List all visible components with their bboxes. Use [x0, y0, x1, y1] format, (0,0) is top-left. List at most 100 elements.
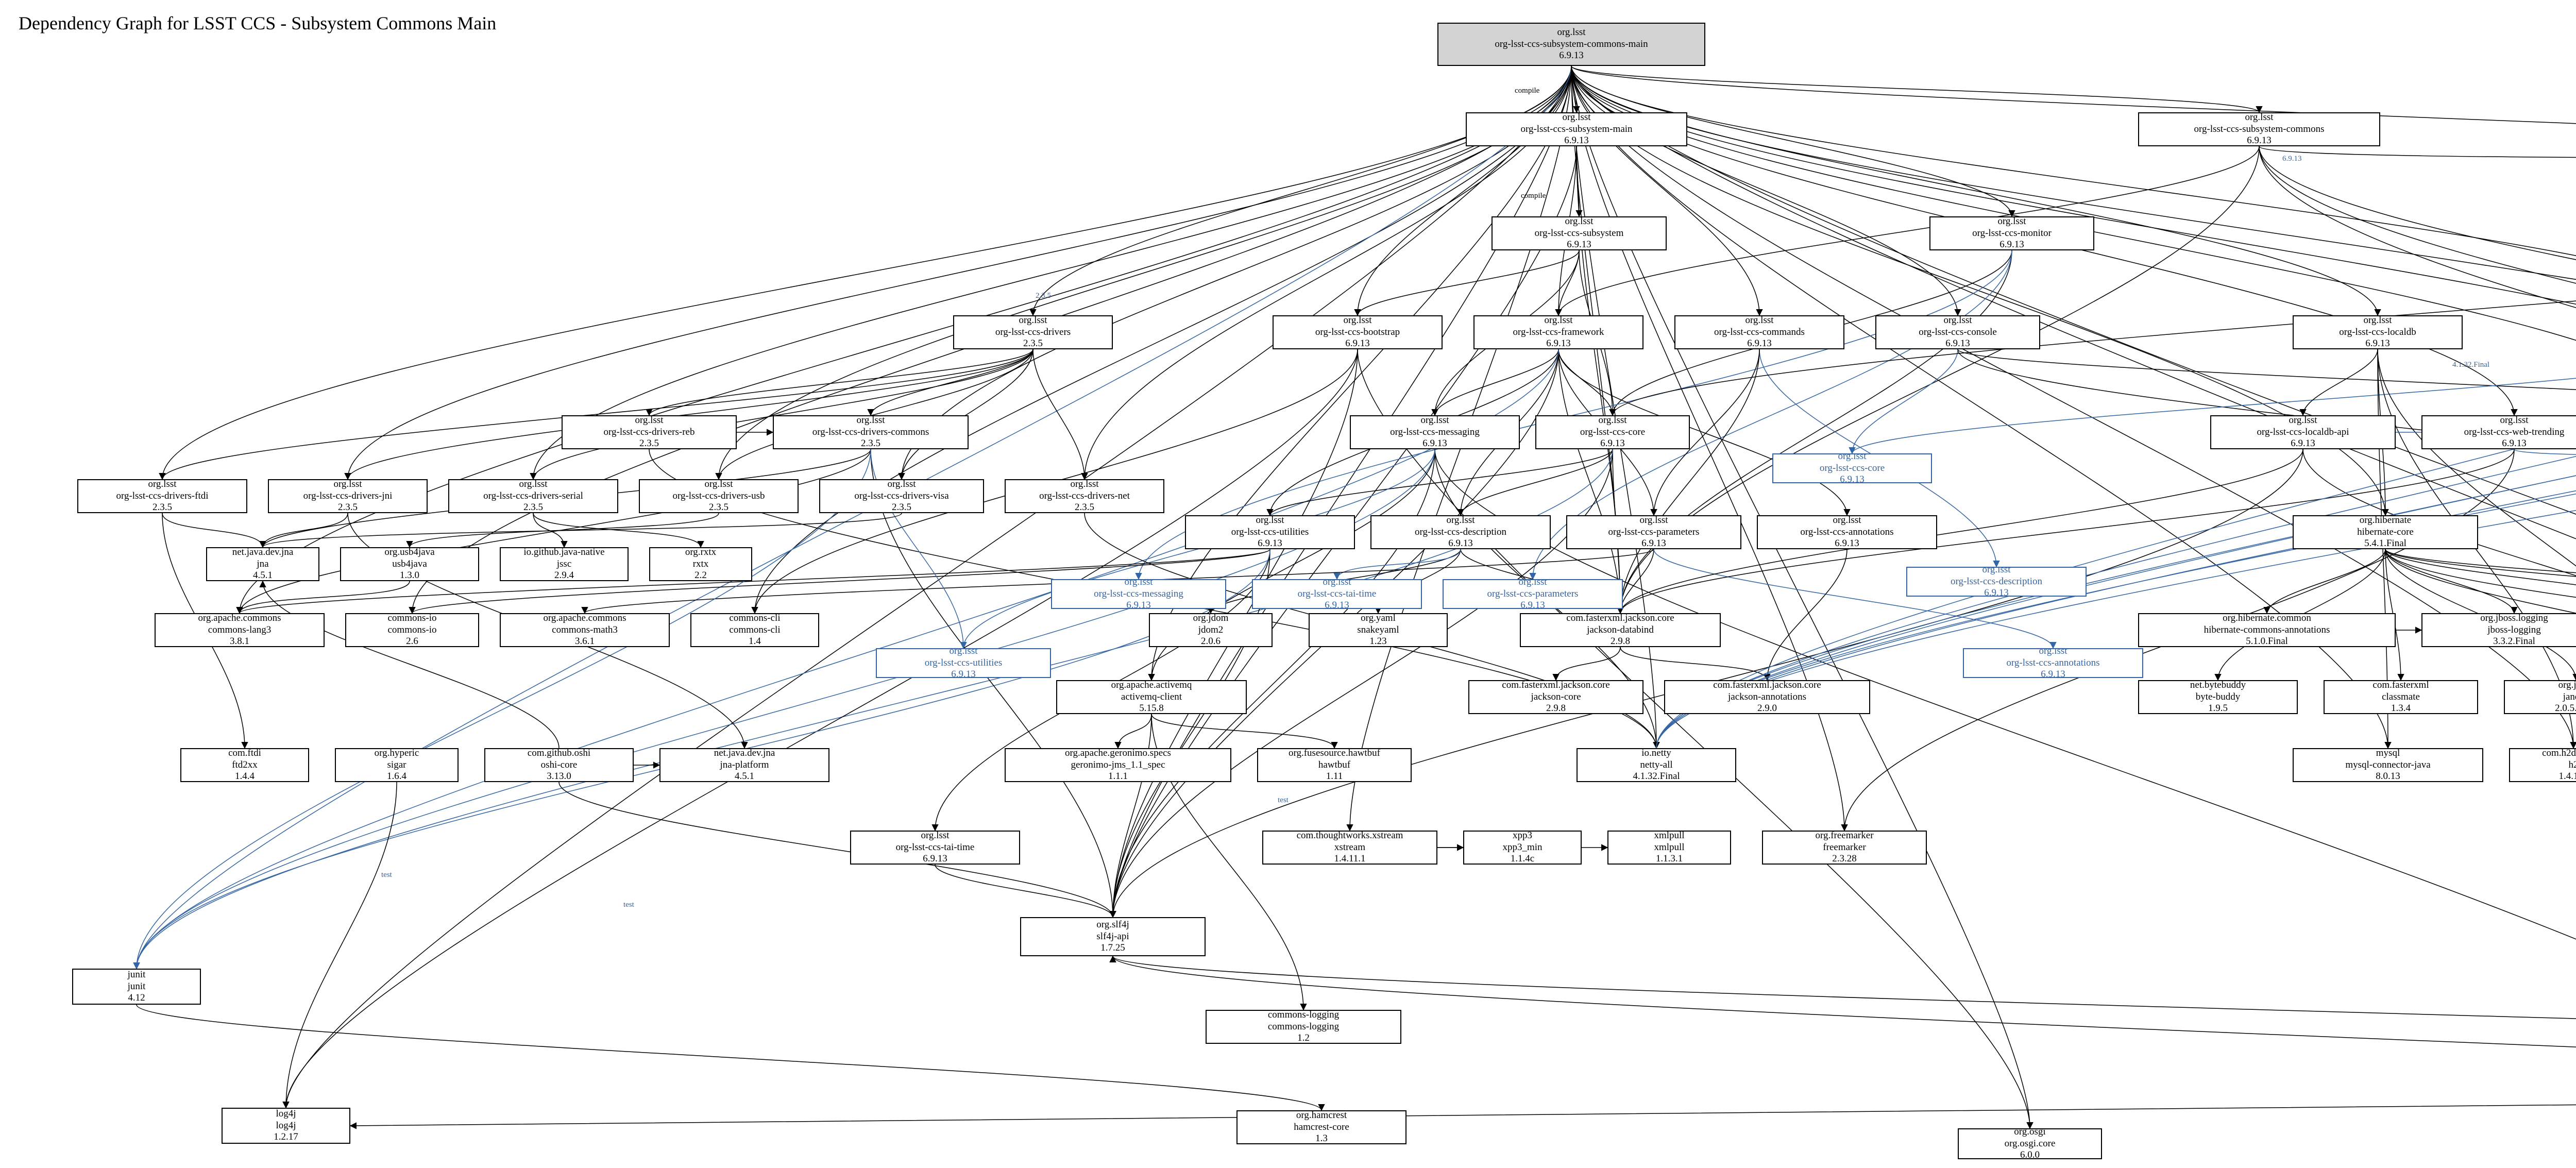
dependency-edge	[935, 864, 1116, 918]
dependency-edge	[2259, 146, 2576, 308]
dependency-edge	[1653, 549, 2057, 649]
dependency-edge	[1571, 65, 2263, 113]
dependency-edge	[870, 449, 1116, 918]
dependency-edge	[1571, 65, 2576, 539]
dependency-edge	[1114, 714, 1152, 749]
edge-label: 6.9.13	[2282, 155, 2302, 163]
dependency-edge	[2263, 549, 2386, 614]
dependency-edge	[1555, 146, 2260, 316]
dependency-edge	[1571, 65, 2392, 749]
dependency-edge	[349, 1103, 2576, 1129]
dependency-edge	[1957, 349, 2576, 391]
edge-label: test	[381, 871, 392, 879]
dependency-edge	[1151, 714, 1338, 749]
dependency-edge	[259, 513, 348, 548]
dependency-edge	[898, 349, 1033, 480]
dependency-node: org.jbossjandex2.0.5.Final	[2504, 680, 2576, 714]
edge-label: compile	[1515, 87, 1540, 95]
dependency-edge	[409, 549, 1270, 614]
dependency-edge	[870, 449, 967, 649]
dependency-edge	[2385, 549, 2576, 573]
dependency-edge	[1849, 349, 1958, 454]
dependency-edge	[558, 782, 1116, 918]
dependency-edge	[533, 513, 568, 548]
dependency-edge	[2299, 349, 2378, 416]
dependency-edge	[1029, 65, 1572, 316]
dependency-edge	[1571, 65, 1961, 316]
dependency-edge	[1571, 65, 2033, 1129]
dependency-edge	[1656, 490, 2576, 749]
dependency-edge	[1617, 250, 2012, 614]
dependency-edge	[1109, 65, 1572, 918]
dependency-edge	[715, 349, 1033, 480]
dependency-edge	[1333, 549, 1461, 580]
dependency-edge	[162, 513, 266, 548]
dependency-edge	[133, 449, 871, 970]
dependency-edge	[1529, 250, 2012, 580]
dependency-edge	[1571, 65, 2576, 257]
dependency-edge	[1849, 378, 2576, 454]
graph-title: Dependency Graph for LSST CCS - Subsyste…	[19, 13, 497, 33]
dependency-edge	[530, 349, 1033, 480]
dependency-edge	[2385, 549, 2576, 577]
dependency-edge	[533, 513, 704, 548]
dependency-edge	[282, 782, 397, 1109]
dependency-edge	[1571, 65, 2576, 515]
dependency-edge	[1558, 349, 1624, 614]
dependency-edge	[1431, 349, 1559, 416]
dependency-edge	[1656, 475, 2576, 749]
dependency-edge	[1558, 349, 1851, 516]
dependency-edge	[2385, 549, 2576, 598]
dependency-edge	[1620, 647, 1771, 681]
dependency-edge	[1110, 955, 2576, 1019]
dependency-edge	[1354, 250, 1580, 316]
